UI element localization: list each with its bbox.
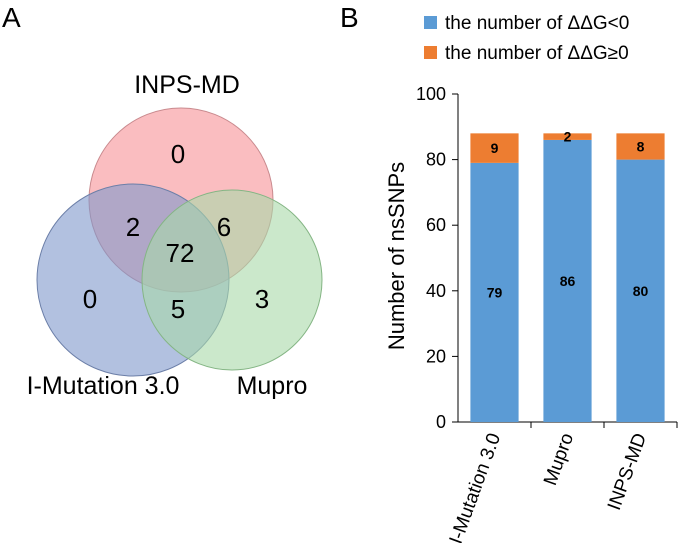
y-tick-label: 60	[426, 215, 446, 235]
bar-chart: 0 20 40 60 80 100 79 9 86 2 80 8 I-Mutation 3.0 Mup…	[416, 84, 678, 543]
y-tick-label: 20	[426, 346, 446, 366]
legend-swatch-dg-negative	[424, 16, 437, 29]
legend-entry-dg-positive: the number of ΔΔG≥0	[424, 43, 629, 64]
x-category-label: I-Mutation 3.0	[446, 431, 505, 543]
venn-circle-mupro	[141, 189, 323, 371]
venn-count-imut-mupro: 5	[171, 294, 185, 324]
y-tick-label: 40	[426, 281, 446, 301]
bar-value-label: 86	[560, 273, 576, 289]
panel-label-b: B	[340, 2, 359, 33]
panel-label-a: A	[2, 2, 21, 33]
legend-label-dg-negative: the number of ΔΔG<0	[445, 13, 629, 34]
bar-value-label: 8	[637, 138, 645, 154]
venn-diagram: INPS-MD I-Mutation 3.0 Mupro 0 0 3 2 6 5…	[27, 71, 323, 400]
y-axis-ticks: 0 20 40 60 80 100	[416, 84, 458, 432]
venn-count-imut-only: 0	[83, 284, 97, 314]
legend-label-dg-positive: the number of ΔΔG≥0	[445, 43, 629, 64]
bar-value-label: 80	[633, 283, 649, 299]
bars: 79 9 86 2 80 8	[470, 129, 665, 423]
venn-count-inps-mupro: 6	[217, 212, 231, 242]
bar-segment-dg-positive	[543, 133, 592, 140]
bar-segment-dg-negative	[543, 139, 592, 423]
legend-swatch-dg-positive	[424, 46, 437, 59]
venn-count-inps-only: 0	[171, 139, 185, 169]
y-axis-title: Number of nsSNPs	[384, 162, 409, 350]
x-axis-labels: I-Mutation 3.0 Mupro INPS-MD	[446, 422, 678, 543]
x-category-label: INPS-MD	[604, 431, 651, 514]
y-tick-label: 0	[436, 412, 446, 432]
bar-segment-dg-negative	[616, 159, 665, 422]
venn-count-inps-imut: 2	[126, 212, 140, 242]
legend-entry-dg-negative: the number of ΔΔG<0	[424, 13, 629, 34]
venn-count-mupro-only: 3	[255, 284, 269, 314]
chart-legend: the number of ΔΔG<0 the number of ΔΔG≥0	[424, 13, 629, 64]
bar-value-label: 79	[487, 284, 503, 300]
bar-segment-dg-negative	[470, 162, 519, 422]
bar-segment-dg-positive	[616, 133, 665, 160]
bar-segment-dg-positive	[470, 133, 519, 163]
venn-set-label-i-mutation: I-Mutation 3.0	[27, 372, 180, 400]
bar-value-label: 2	[564, 129, 572, 145]
bar-value-label: 9	[491, 140, 499, 156]
venn-set-label-inps-md: INPS-MD	[134, 71, 240, 99]
y-tick-label: 80	[426, 150, 446, 170]
venn-set-label-mupro: Mupro	[237, 372, 308, 400]
x-category-label: Mupro	[540, 431, 578, 489]
venn-count-all-three: 72	[166, 238, 195, 268]
y-tick-label: 100	[416, 84, 446, 104]
